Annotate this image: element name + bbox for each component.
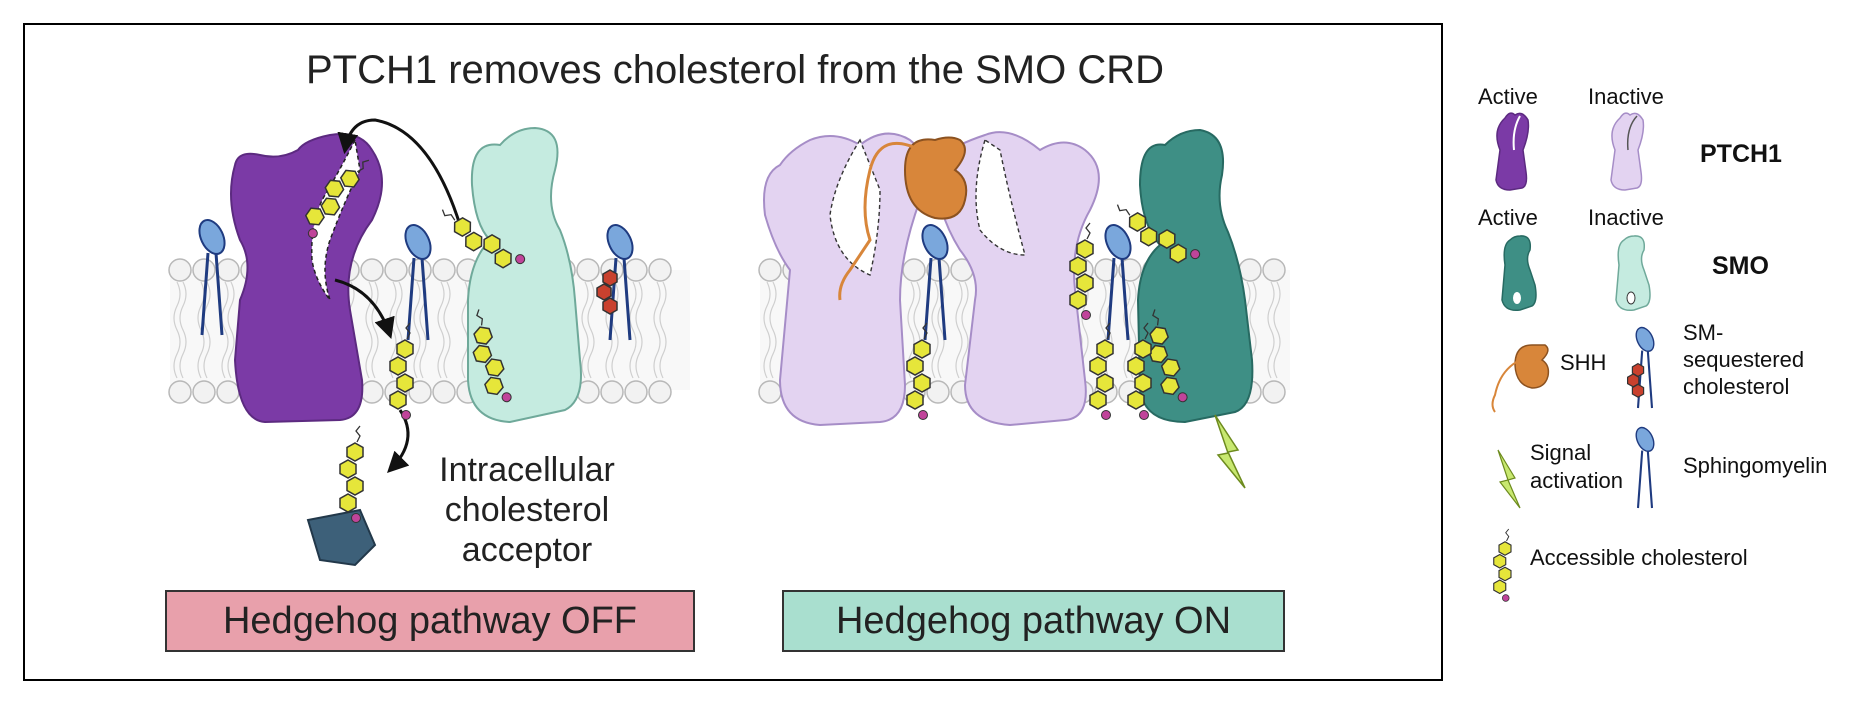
legend-signal-label-2: activation <box>1530 468 1623 493</box>
smo-active-legend-icon <box>1501 235 1537 312</box>
smo-active-protein <box>1136 128 1254 424</box>
legend-shh-label: SHH <box>1560 350 1607 375</box>
legend-accessible-cholesterol-label: Accessible cholesterol <box>1530 545 1748 570</box>
legend-smo-active-label: Active <box>1478 205 1538 230</box>
legend-signal-label-1: Signal <box>1530 440 1592 465</box>
legend-smo-label: SMO <box>1712 252 1769 280</box>
signal-activation-bolt <box>1214 414 1246 489</box>
legend-smo-inactive-label: Inactive <box>1588 205 1664 230</box>
legend-sphingomyelin-label: Sphingomyelin <box>1683 453 1828 478</box>
acceptor-label: Intracellular cholesterol acceptor <box>439 451 615 569</box>
legend-sm-cholesterol-label-1: SM- <box>1683 320 1724 345</box>
legend-icons <box>1491 112 1659 601</box>
legend-ptch1-label: PTCH1 <box>1700 140 1782 168</box>
legend-sm-cholesterol-label-2: sequestered <box>1683 347 1805 372</box>
legend-ptch1-inactive-label: Inactive <box>1588 84 1664 109</box>
arrow-smo-to-ptch1 <box>337 118 462 226</box>
accessible-cholesterol-legend-icon <box>1494 529 1511 601</box>
shh-legend-icon <box>1514 344 1550 389</box>
intracellular-acceptor <box>306 508 377 567</box>
shh-ligand <box>903 136 968 220</box>
ptch1-inactive-cavity-right <box>975 138 1026 256</box>
cholesterol-on-acceptor <box>340 426 363 523</box>
ptch1-inactive-legend-icon <box>1610 112 1645 191</box>
ptch1-active-legend-icon <box>1495 112 1530 191</box>
pathway-off-label: Hedgehog pathway OFF <box>165 590 695 652</box>
sphingomyelin-legend-icon <box>1631 423 1659 510</box>
legend-ptch1-active-label: Active <box>1478 84 1538 109</box>
pathway-on-label: Hedgehog pathway ON <box>782 590 1285 652</box>
diagram-title: PTCH1 removes cholesterol from the SMO C… <box>305 48 1164 92</box>
shh-tether <box>838 141 921 301</box>
signal-legend-icon <box>1497 449 1521 509</box>
smo-inactive-legend-icon <box>1615 235 1651 312</box>
legend-sm-cholesterol-label-3: cholesterol <box>1683 374 1790 399</box>
smo-inactive-protein <box>467 126 582 424</box>
ptch1-active-protein <box>230 133 383 424</box>
arrow-ptch1-to-membrane <box>334 278 395 339</box>
